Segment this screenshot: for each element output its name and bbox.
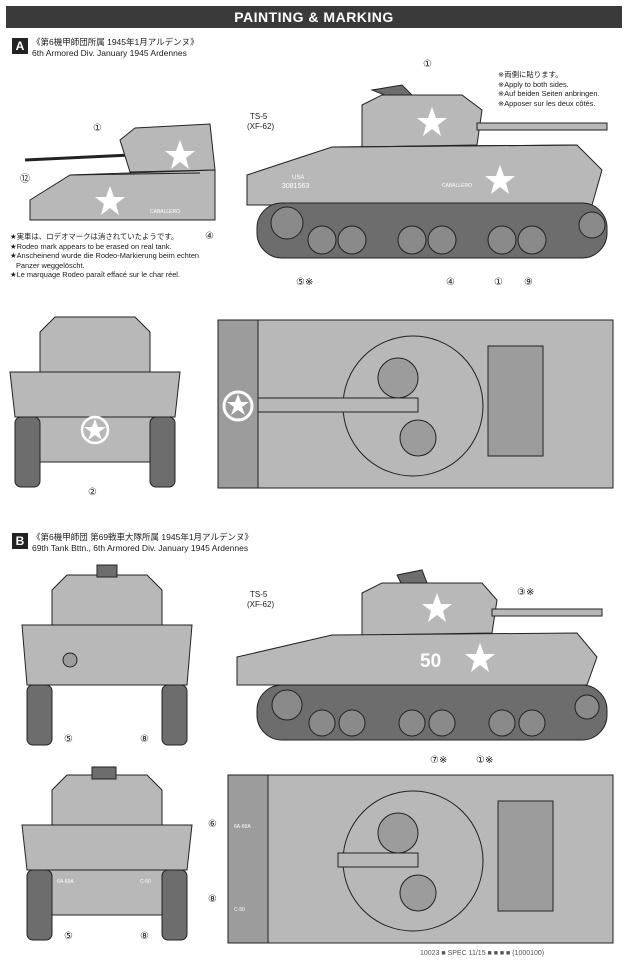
turret-number: 50 xyxy=(420,651,441,672)
footer-code: 10023 ■ SPEC 11/15 ■ ■ ■ ■ (1000100) xyxy=(420,950,545,957)
section-b-title-jp: 《第6機甲師団 第69戦車大隊所属 1945年1月アルデンヌ》 xyxy=(32,532,253,542)
section-a-title-en: 6th Armored Div. January 1945 Ardennes xyxy=(32,48,187,58)
rodeo-note-fr: ★Le marquage Rodeo paraît effacé sur le … xyxy=(10,270,181,279)
callout-a-5: ⑤※ xyxy=(296,277,314,288)
tank-a-rear xyxy=(9,316,181,488)
rodeo-note-de1: ★Anscheinend wurde die Rodeo-Markierung … xyxy=(10,251,200,260)
tank-a-left-partial: CABALLERO xyxy=(24,123,216,221)
callout-a-1-bottom: ① xyxy=(494,277,503,288)
callout-a-1-left: ① xyxy=(93,123,102,134)
rear-text-left: 6A-69A xyxy=(57,879,74,885)
section-b-title-en: 69th Tank Bttn., 6th Armored Div. Januar… xyxy=(32,543,249,553)
front-text-right: C-50 xyxy=(140,691,151,697)
hull-name-small: CABALLERO xyxy=(150,209,180,215)
rodeo-note-jp: ★実車は、ロデオマークは消されていたようです。 xyxy=(10,232,179,241)
hull-text-serial: 3081563 xyxy=(282,183,309,190)
rodeo-note-de2: Panzer weggelöscht. xyxy=(16,260,85,270)
tank-b-front: 6A-69A C-50 xyxy=(21,564,193,746)
callout-b-8-rear: ⑧ xyxy=(140,931,149,942)
side-note: ※両側に貼ります。 ※Apply to both sides. ※Auf bei… xyxy=(498,70,600,108)
callout-a-4-left: ④ xyxy=(205,231,214,242)
hull-text-name: CABALLERO xyxy=(442,183,472,189)
callout-a-4: ④ xyxy=(446,277,455,288)
callout-b-1: ①※ xyxy=(476,755,494,766)
paint-sub-b: (XF-62) xyxy=(247,600,275,609)
callout-a-1-top: ① xyxy=(423,59,432,70)
side-note-de: ※Auf beiden Seiten anbringen. xyxy=(498,89,600,98)
callout-b-7: ⑦※ xyxy=(430,755,448,766)
side-note-fr: ※Apposer sur les deux côtés. xyxy=(498,98,596,108)
rear-text-right: C-50 xyxy=(140,879,151,885)
section-a-title-jp: 《第6機甲師団所属 1945年1月アルデンヌ》 xyxy=(32,37,199,47)
top-text-right: C-50 xyxy=(234,907,245,913)
callout-b-6: ⑥ xyxy=(208,819,217,830)
tank-b-top: 6A-69A C-50 xyxy=(227,774,614,944)
side-note-en: ※Apply to both sides. xyxy=(498,79,569,89)
rodeo-note-en: ★Rodeo mark appears to be erased on real… xyxy=(10,241,172,251)
side-note-jp: ※両側に貼ります。 xyxy=(498,70,563,79)
callout-b-8-front: ⑧ xyxy=(140,734,149,745)
callout-a-9: ⑨ xyxy=(524,277,533,288)
paint-code-a: TS-5 xyxy=(250,112,268,121)
callout-b-8-top: ⑧ xyxy=(208,894,217,905)
top-text-left: 6A-69A xyxy=(234,824,251,830)
paint-code-b: TS-5 xyxy=(250,590,268,599)
callout-a-2: ② xyxy=(88,487,97,498)
tank-b-rear: 6A-69A C-50 xyxy=(21,766,193,941)
tank-b-side: 50 xyxy=(236,569,608,741)
callout-b-5-rear: ⑤ xyxy=(64,931,73,942)
rodeo-note: ★実車は、ロデオマークは消されていたようです。 ★Rodeo mark appe… xyxy=(10,232,199,280)
paint-sub-a: (XF-62) xyxy=(247,122,275,131)
callout-a-12: ⑫ xyxy=(20,174,30,185)
front-text-left: 6A-69A xyxy=(57,691,74,697)
page-title: PAINTING & MARKING xyxy=(6,6,622,28)
hull-text-usa: USA xyxy=(292,175,304,181)
section-b-label: B xyxy=(12,533,28,549)
callout-b-3: ③※ xyxy=(517,587,535,598)
tank-a-top xyxy=(217,319,614,489)
tank-a-side: USA 3081563 CABALLERO xyxy=(246,84,608,259)
callout-b-5-front: ⑤ xyxy=(64,734,73,745)
section-a-label: A xyxy=(12,38,28,54)
